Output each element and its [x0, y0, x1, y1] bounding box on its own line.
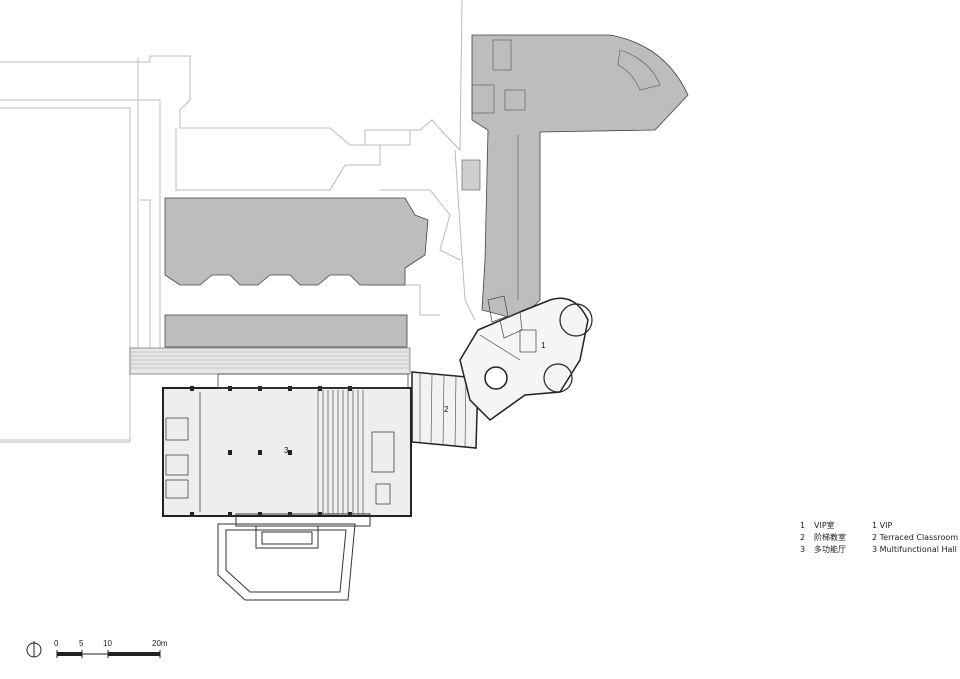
- legend-number: 2: [800, 533, 806, 542]
- legend-chinese: VIP室: [814, 521, 835, 530]
- legend-number: 3: [800, 545, 806, 554]
- multifunctional-hall: [162, 373, 412, 517]
- context-outlines: [0, 0, 476, 443]
- room-label-2: 2: [444, 405, 449, 414]
- long-bar-block: [164, 314, 408, 348]
- room-label-3: 3: [284, 446, 289, 455]
- wing-details: [461, 39, 661, 300]
- legend-english: 2 Terraced Classroom: [872, 533, 959, 542]
- upper-main-block: [164, 197, 429, 286]
- legend-item: 1 VIP室 1 VIP: [800, 520, 958, 532]
- legend-english: 1 VIP: [872, 521, 893, 530]
- scale-tick-10: 10: [103, 639, 112, 648]
- shaded-buildings: [164, 34, 689, 348]
- vip-area: [459, 295, 593, 421]
- legend-chinese: 多功能厅: [814, 545, 846, 554]
- legend-english: 3 Multifunctional Hall: [872, 545, 957, 554]
- legend-chinese: 阶梯教室: [814, 533, 846, 542]
- scale-tick-5: 5: [79, 639, 84, 648]
- legend-item: 3 多功能厅 3 Multifunctional Hall: [800, 544, 958, 556]
- legend: 1 VIP室 1 VIP 2 阶梯教室 2 Terraced Classroom…: [800, 520, 958, 556]
- l-shaped-wing: [471, 34, 689, 321]
- north-arrow-icon: [26, 641, 42, 658]
- scale-bar: 0 5 10 20m: [54, 639, 168, 658]
- scale-tick-0: 0: [54, 639, 59, 648]
- paving-strip: [129, 347, 411, 375]
- scale-tick-20m: 20m: [152, 639, 168, 648]
- terraced-classroom: [411, 371, 479, 449]
- room-label-1: 1: [541, 341, 546, 350]
- legend-item: 2 阶梯教室 2 Terraced Classroom: [800, 532, 958, 544]
- entrance-terrace: [217, 513, 371, 601]
- legend-number: 1: [800, 521, 806, 530]
